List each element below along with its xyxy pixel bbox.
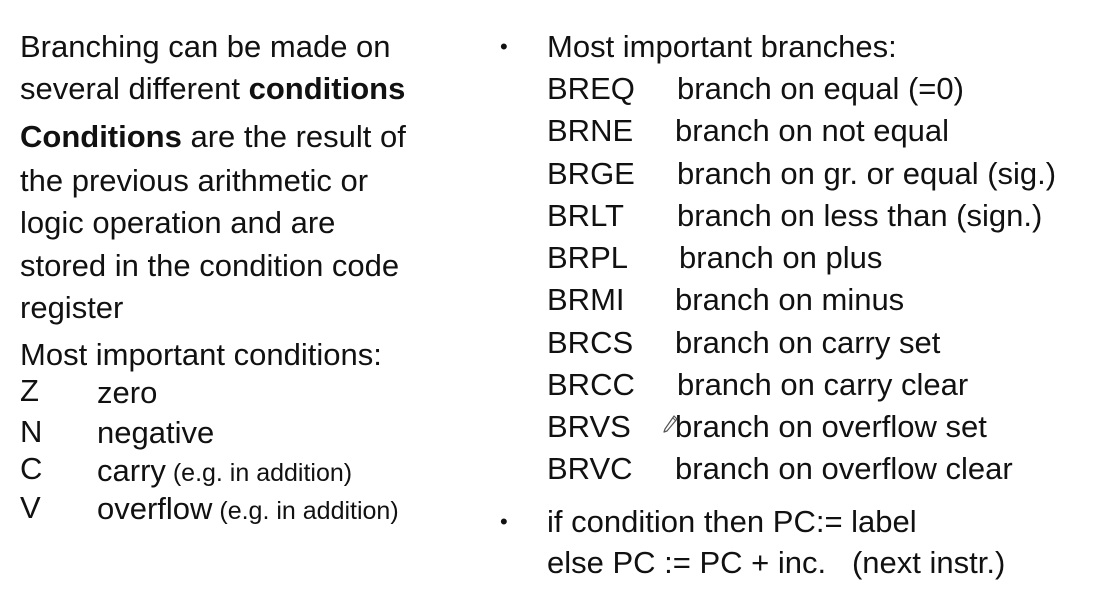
condition-note: (e.g. in addition) bbox=[165, 459, 353, 487]
conditions-emphasis: conditions bbox=[248, 71, 406, 106]
branch-description: branch on carry clear bbox=[677, 367, 969, 402]
intro-line-2: several different conditions bbox=[20, 71, 406, 106]
branch-mnemonic: BREQ bbox=[547, 71, 635, 106]
branch-mnemonic: BRNE bbox=[547, 113, 634, 148]
branch-mnemonic: BRMI bbox=[547, 282, 625, 317]
branch-mnemonic: BRPL bbox=[547, 240, 628, 275]
condition-name: negative bbox=[97, 415, 215, 450]
bullet-icon: • bbox=[500, 509, 508, 534]
condition-row: V bbox=[20, 490, 41, 526]
condition-row: Z bbox=[20, 373, 39, 409]
branch-description: branch on plus bbox=[679, 240, 883, 275]
branch-description: branch on gr. or equal (sig.) bbox=[677, 156, 1057, 191]
conditions-def-line-4: stored in the condition code bbox=[20, 248, 400, 283]
conditions-def-line-3: logic operation and are bbox=[20, 205, 336, 240]
rule-line-1: if condition then PC:= label bbox=[547, 504, 917, 539]
rule-line-2: else PC := PC + inc. (next instr.) bbox=[547, 545, 1006, 580]
conditions-term: Conditions bbox=[20, 119, 182, 154]
branch-description: branch on not equal bbox=[675, 113, 950, 148]
branch-description: branch on carry set bbox=[675, 325, 941, 360]
conditions-def-line-1: Conditions are the result of bbox=[20, 119, 406, 154]
branch-description: branch on equal (=0) bbox=[677, 71, 964, 106]
condition-name: zero bbox=[97, 375, 158, 410]
branch-description: branch on minus bbox=[675, 282, 905, 317]
branch-mnemonic: BRCS bbox=[547, 325, 634, 360]
condition-name: overflow (e.g. in addition) bbox=[97, 491, 399, 526]
bullet-icon: • bbox=[500, 34, 508, 59]
intro-line-1: Branching can be made on bbox=[20, 29, 391, 64]
condition-row: C bbox=[20, 451, 42, 487]
branch-mnemonic: BRVC bbox=[547, 451, 633, 486]
conditions-def-line-2: the previous arithmetic or bbox=[20, 163, 369, 198]
branch-description: branch on overflow clear bbox=[675, 451, 1013, 486]
conditions-def-line-5: register bbox=[20, 290, 124, 325]
condition-code: Z bbox=[20, 373, 39, 408]
branch-mnemonic: BRLT bbox=[547, 198, 624, 233]
branch-mnemonic: BRCC bbox=[547, 367, 635, 402]
branch-mnemonic: BRGE bbox=[547, 156, 635, 191]
branch-mnemonic: BRVS bbox=[547, 409, 631, 444]
condition-row: N bbox=[20, 414, 42, 450]
condition-code: N bbox=[20, 414, 43, 449]
condition-name: carry (e.g. in addition) bbox=[97, 453, 353, 488]
condition-note: (e.g. in addition) bbox=[212, 497, 399, 525]
condition-code: C bbox=[20, 451, 43, 486]
branches-heading: Most important branches: bbox=[547, 29, 897, 64]
branch-description: branch on overflow set bbox=[675, 409, 987, 444]
branch-description: branch on less than (sign.) bbox=[677, 198, 1043, 233]
condition-code: V bbox=[20, 490, 41, 525]
pen-cursor-icon bbox=[663, 415, 678, 433]
conditions-heading: Most important conditions: bbox=[20, 337, 382, 372]
